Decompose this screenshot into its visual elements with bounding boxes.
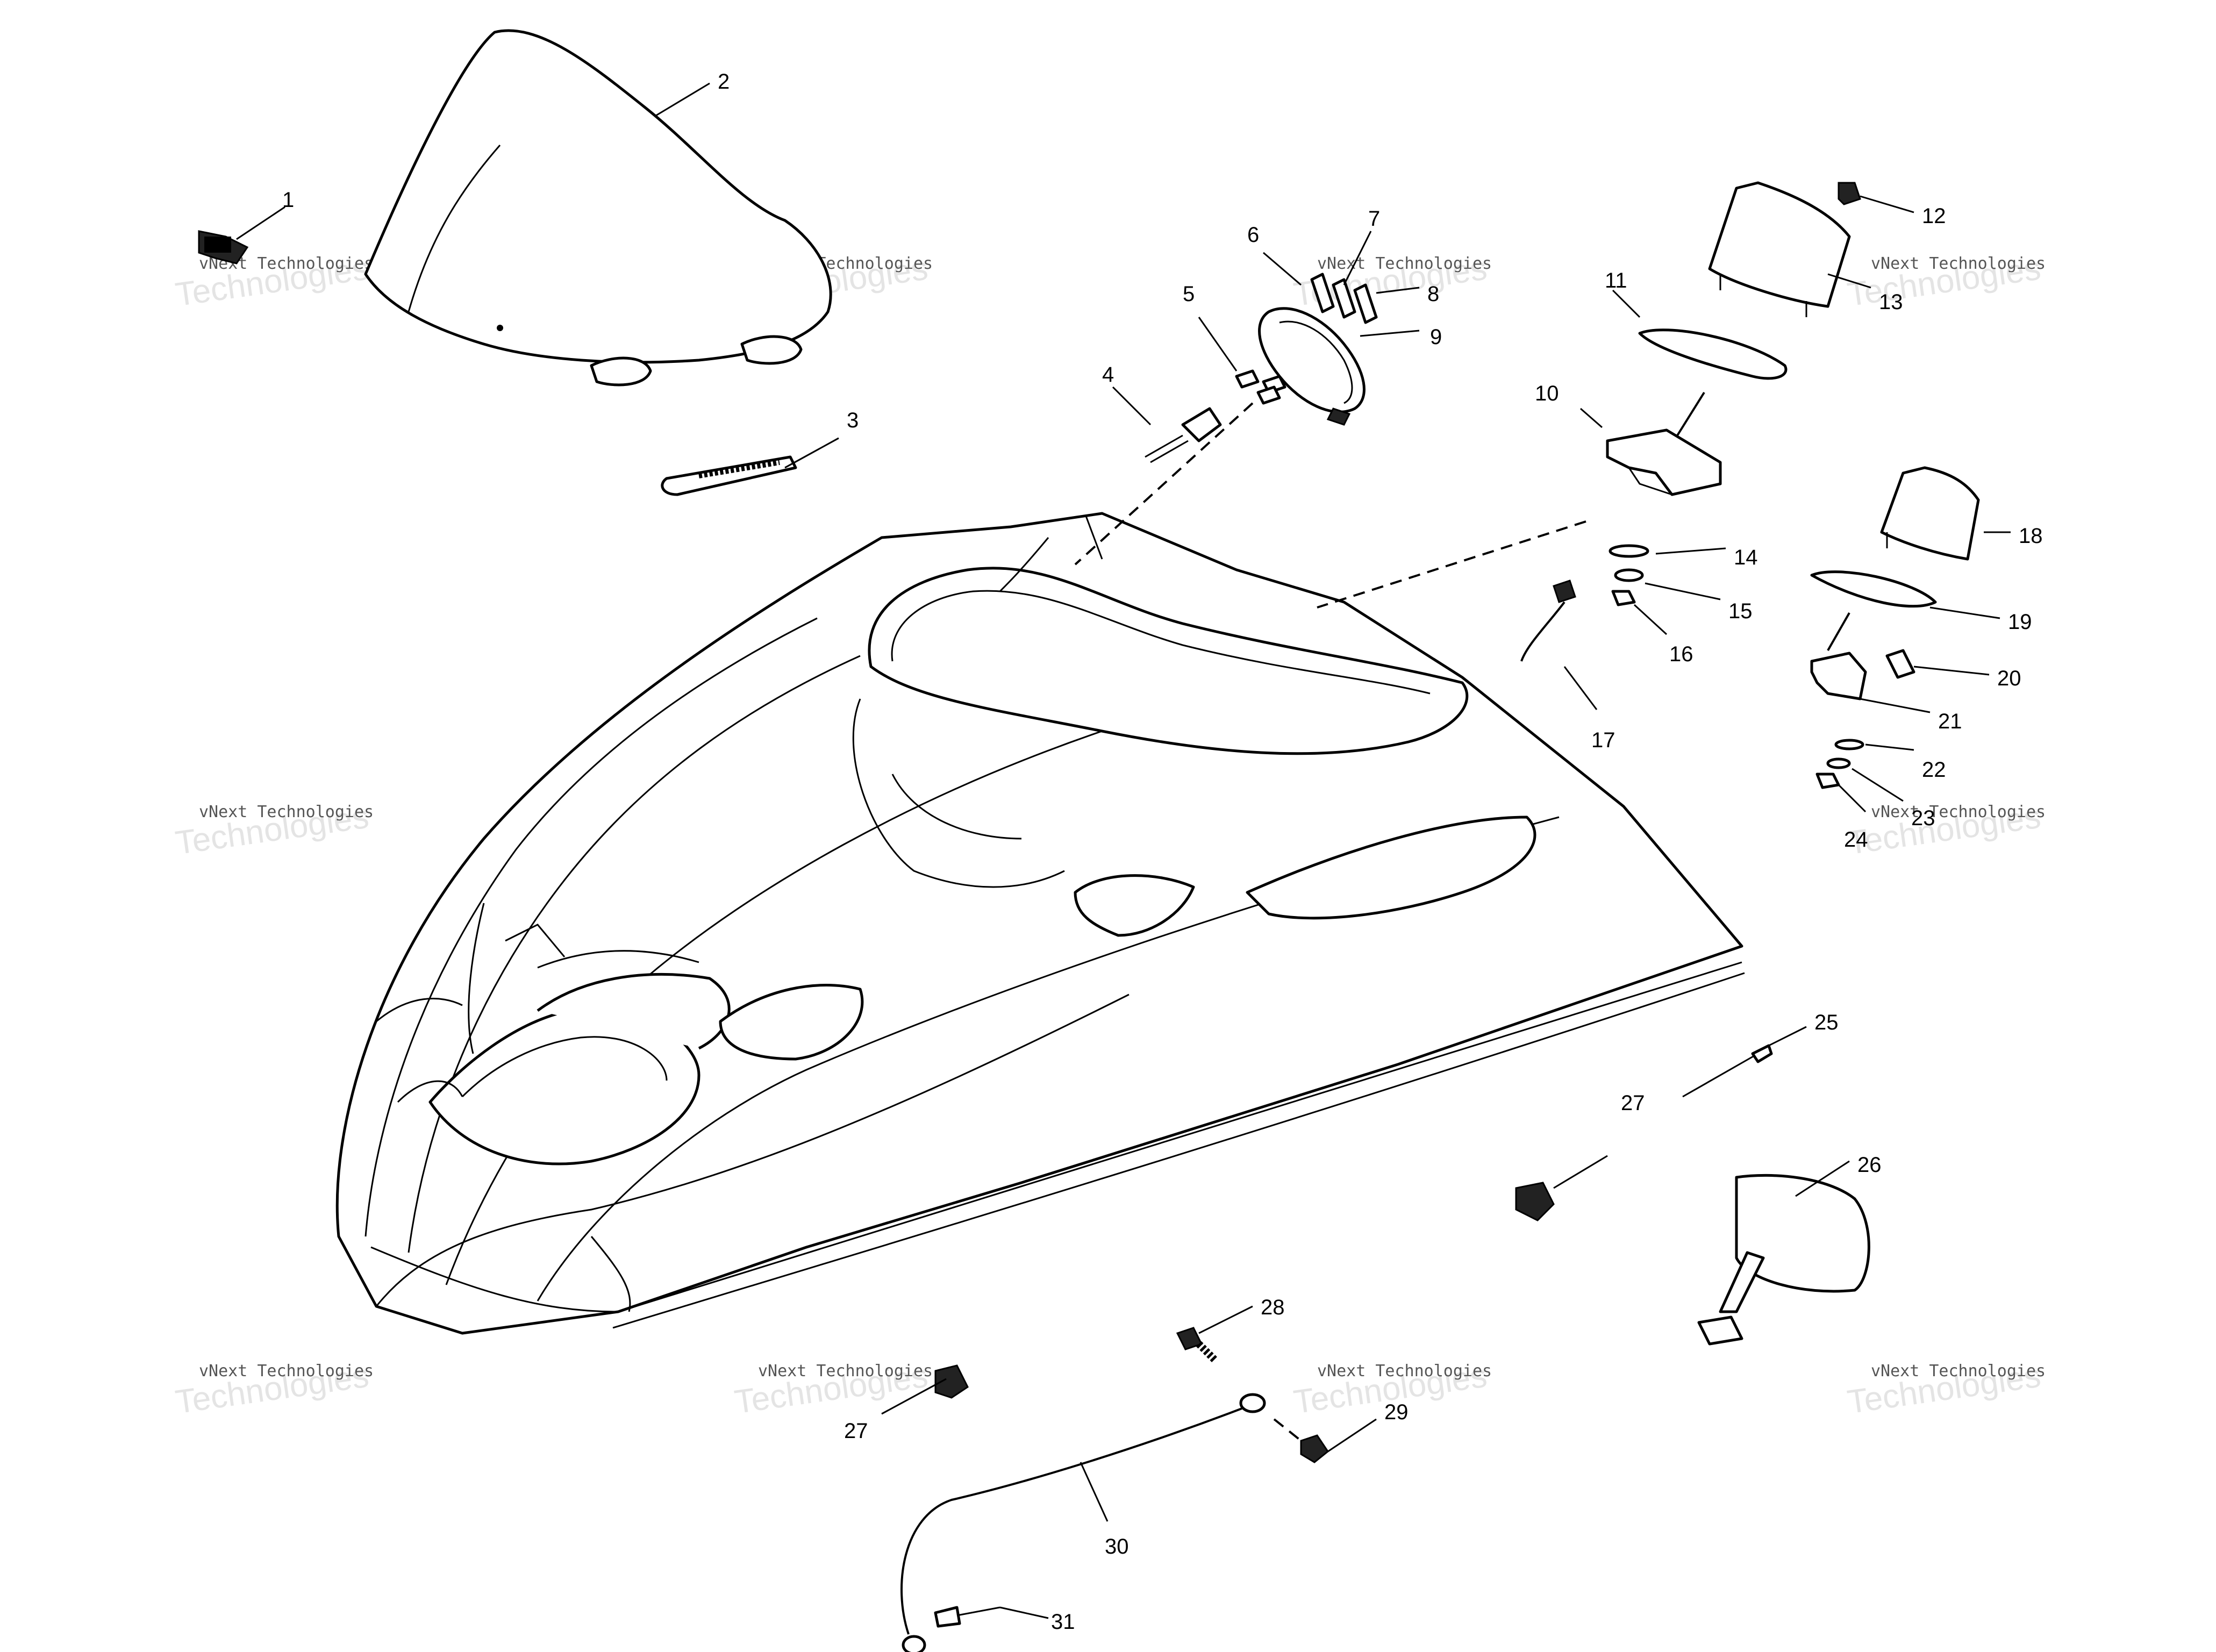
callout-5: 5 [1183,282,1195,306]
callout-6: 6 [1247,223,1259,247]
assembly-lines [1074,391,1850,1442]
cable-part-30 [900,1393,1266,1652]
watermark: Technologies vNext Technologies [1845,798,2046,862]
bolt-part-28 [1176,1327,1218,1363]
grommet-part-27 [1515,1182,1555,1221]
small-parts-22-24 [1815,739,1864,789]
small-parts-14-16 [1609,544,1649,606]
strap-part-3 [661,455,797,496]
callout-26: 26 [1857,1153,1882,1177]
nut-part-29 [1300,1434,1329,1463]
gauge-part-18 [1880,466,1980,561]
callout-25: 25 [1814,1011,1839,1034]
callout-27-lower: 27 [844,1419,868,1443]
bulb-part-20 [1885,649,1915,679]
callout-28: 28 [1261,1296,1285,1319]
svg-text:vNext Technologies: vNext Technologies [199,1362,374,1381]
grommet-part-27 [934,1364,969,1399]
watermark: Technologies vNext Technologies [1845,249,2046,313]
callout-8: 8 [1427,282,1439,306]
callout-10: 10 [1535,382,1559,405]
callout-1: 1 [282,188,294,212]
leader-lines [236,82,2011,1619]
svg-text:vNext Technologies: vNext Technologies [199,803,374,821]
svg-text:vNext Technologies: vNext Technologies [1871,803,2046,821]
callout-18: 18 [2019,524,2043,548]
watermark: Technologies vNext Technologies [732,1357,933,1421]
callout-9: 9 [1430,325,1442,349]
socket-part-4 [1145,407,1222,463]
watermark: Technologies vNext Technologies [1845,1357,2046,1421]
lens-part-11 [1638,328,1788,380]
callout-23: 23 [1911,806,1935,830]
callout-21: 21 [1938,710,1962,733]
mirror-part-26 [1697,1174,1870,1346]
watermark: Technologies vNext Technologies [173,1357,374,1421]
callout-15: 15 [1728,599,1753,623]
hood [335,512,1745,1335]
housing-part-21 [1810,652,1867,700]
gauge-part-13 [1708,181,1851,317]
callout-2: 2 [718,70,730,94]
svg-text:vNext Technologies: vNext Technologies [1317,1362,1492,1381]
callout-31: 31 [1051,1610,1075,1634]
callout-16: 16 [1669,642,1693,666]
callout-12: 12 [1922,204,1946,228]
screw-part-12 [1838,182,1861,205]
callout-14: 14 [1734,546,1758,569]
svg-text:vNext Technologies: vNext Technologies [1871,254,2046,273]
watermark: Technologies vNext Technologies [173,798,374,862]
rivet-part-31 [934,1606,1000,1628]
callout-19: 19 [2008,610,2032,634]
callout-22: 22 [1922,758,1946,782]
callout-13: 13 [1879,290,1903,314]
callout-30: 30 [1105,1535,1129,1558]
indicator-assembly [1235,273,1378,426]
housing-part-10 [1606,428,1722,496]
svg-text:vNext Technologies: vNext Technologies [758,1362,933,1381]
wire-part-17 [1520,580,1576,662]
cable-tie-part-25 [1682,1044,1773,1098]
callout-27: 27 [1621,1091,1645,1115]
windshield [364,29,832,387]
callout-4: 4 [1102,363,1114,387]
callout-11: 11 [1605,269,1627,292]
lens-part-19 [1810,570,1937,608]
callout-7: 7 [1368,207,1380,231]
svg-text:vNext Technologies: vNext Technologies [1317,254,1492,273]
callout-labels: 1 2 3 4 5 6 7 8 9 10 11 12 13 14 15 16 1… [282,70,2043,1634]
callout-17: 17 [1591,728,1615,752]
watermark: Technologies vNext Technologies [173,249,374,313]
callout-3: 3 [847,409,859,432]
callout-20: 20 [1997,667,2021,690]
svg-text:vNext Technologies: vNext Technologies [1871,1362,2046,1381]
screw-part-1 [198,230,249,264]
callout-29: 29 [1384,1400,1409,1424]
callout-24: 24 [1844,828,1868,852]
